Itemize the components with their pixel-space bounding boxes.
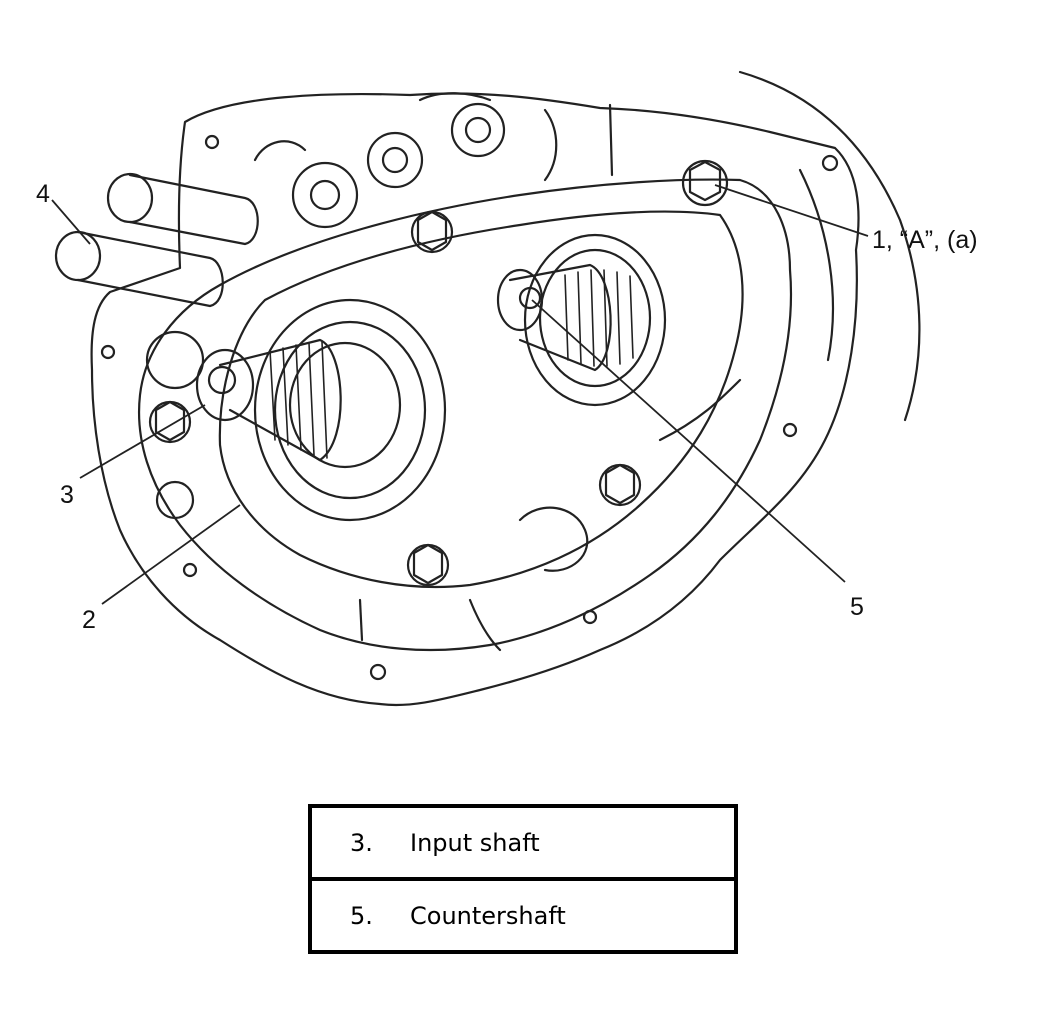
transmission-case-illustration [51,70,921,707]
flange-hole-1 [204,134,220,150]
legend-row: 3. Input shaft [310,806,736,879]
leader-1 [714,184,869,237]
housing-arc [738,70,921,422]
case-outer-outline [90,92,860,707]
flange-hole-4 [782,422,798,438]
callout-1: 1, “A”, (a) [872,226,978,254]
legend-table: 3. Input shaft 5. Countershaft [308,804,738,954]
bolt-right-lower [598,463,642,507]
input-shaft [195,298,447,522]
flange-hole-5 [182,562,198,578]
callout-5: 5 [850,593,864,621]
case-inner-outline [138,178,793,652]
plate-outline [218,210,744,589]
legend-number: 3. [350,828,373,857]
pin-lower [76,230,224,308]
bolt-bottom [406,543,450,587]
countershaft [496,233,667,407]
leader-4 [51,199,91,245]
legend-row: 5. Countershaft [310,877,736,952]
bolt-top-right [681,159,729,207]
flange-hole-6 [582,609,598,625]
flange-hole-7 [369,663,387,681]
bolt-top-center [410,210,454,254]
pin-upper [128,173,259,246]
housing-arc-2 [798,168,835,362]
callout-3: 3 [60,481,74,509]
legend-number: 5. [310,877,410,952]
leader-3 [79,404,206,479]
legend-name: Countershaft [410,877,736,952]
bolt-left [148,400,192,444]
leader-5 [531,299,846,583]
flange-hole-3 [100,344,116,360]
callout-4: 4 [36,180,50,208]
leader-2 [101,504,241,605]
legend-name: Input shaft [410,828,540,857]
callout-2: 2 [82,606,96,634]
flange-hole-2 [821,154,839,172]
